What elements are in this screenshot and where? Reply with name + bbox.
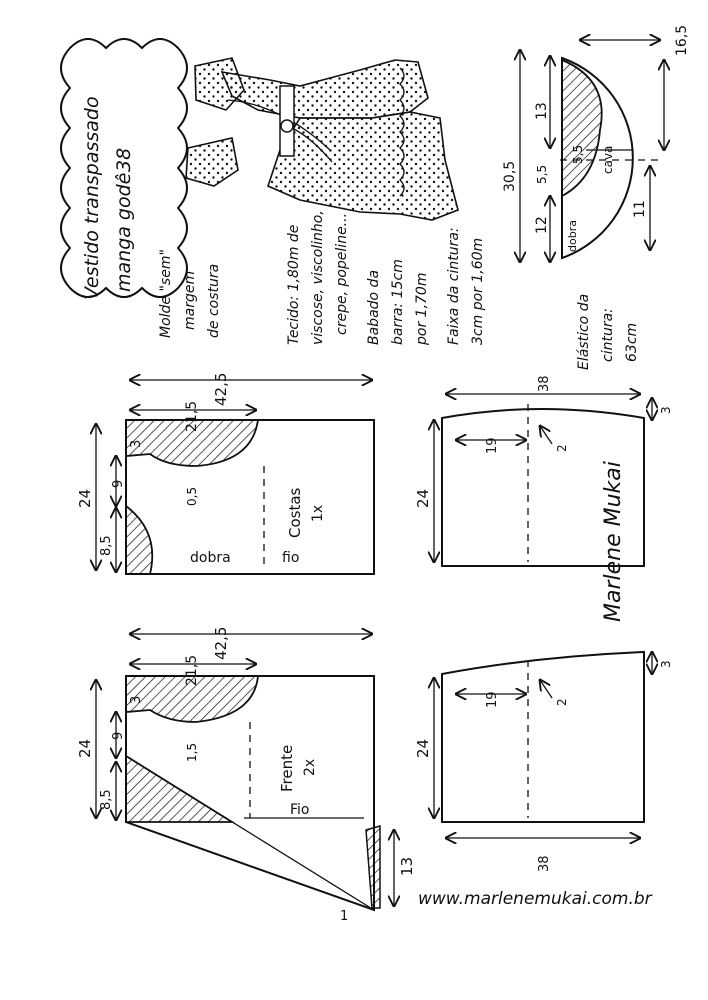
fabric-line3: crepe, popeline... <box>334 213 350 335</box>
front-neckdrop-label: 3 <box>129 696 144 704</box>
sleeve-h4-label: 11 <box>632 200 648 218</box>
signature-text: Marlene Mukai <box>601 461 626 622</box>
sleeve-cava-label: cava <box>601 146 615 174</box>
sash-line1: Faixa da cintura: <box>446 227 462 345</box>
title-line2: manga godê <box>113 173 135 292</box>
front-shoulder-label: 21,5 <box>184 655 200 686</box>
front-lower-label: 8,5 <box>99 789 114 810</box>
skirt-lower-width-label: 38 <box>537 855 552 872</box>
title-line1: Vestido transpassado <box>81 96 103 300</box>
back-neckdrop-label: 3 <box>129 440 144 448</box>
elastic-note: Elástico da cintura: 63cm <box>576 294 640 370</box>
back-height-label: 24 <box>76 489 94 508</box>
fabric-line1: Tecido: 1,80m de <box>286 225 302 345</box>
back-lower-label: 8,5 <box>99 535 114 556</box>
skirt-piece-upper: 38 3 24 19 2 <box>414 375 673 567</box>
back-qty-label: 1x <box>310 505 326 522</box>
skirt-upper-height-label: 24 <box>414 489 432 508</box>
back-grain-label: fio <box>282 550 299 566</box>
sleeve-h3-label: 5,5 <box>571 145 585 164</box>
dress-illustration <box>185 57 459 221</box>
sash-line2: 3cm por 1,60m <box>470 238 486 345</box>
signature: Marlene Mukai <box>601 461 626 622</box>
fabric-line2: viscose, viscolinho, <box>310 210 326 345</box>
front-qty-label: 2x <box>302 759 318 776</box>
sleeve-h1-label: 13 <box>534 102 550 120</box>
elastic-line2: cintura: <box>600 308 616 362</box>
front-piece-label: Frente <box>278 745 296 792</box>
note-line3: de costura <box>206 264 222 338</box>
front-bodice-piece: 42,5 21,5 3 1,5 24 9 8,5 Frente 2x Fio 1… <box>76 627 416 924</box>
sleeve-piece: 16,5 30,5 13 5,5 5,5 11 12 cava dobra <box>502 25 690 262</box>
back-curve-label: 0,5 <box>185 487 199 506</box>
front-grain-label: Fio <box>290 802 310 818</box>
back-fold-label: dobra <box>190 550 231 566</box>
skirt-upper-width-label: 38 <box>537 375 552 392</box>
front-tip-label: 1 <box>340 909 348 924</box>
seam-note: Molde "sem" margem de costura <box>158 249 222 338</box>
skirt-lower-mark-label: 19 <box>485 691 500 708</box>
sleeve-width-label: 16,5 <box>674 25 690 56</box>
ruffle-line1: Babado da <box>366 270 382 345</box>
elastic-line1: Elástico da <box>576 294 592 370</box>
front-width-label: 42,5 <box>212 627 230 660</box>
sleeve-h2-label: 5,5 <box>535 165 549 184</box>
back-width-label: 42,5 <box>212 373 230 406</box>
sleeve-fold-label: dobra <box>566 220 579 252</box>
back-piece-label: Costas <box>286 487 304 538</box>
skirt-piece-lower: 38 3 24 19 2 <box>414 652 673 872</box>
materials-notes: Tecido: 1,80m de viscose, viscolinho, cr… <box>286 210 486 346</box>
back-shoulder-label: 21,5 <box>184 401 200 432</box>
skirt-upper-dart-label: 2 <box>555 444 569 452</box>
back-armhole-label: 9 <box>111 480 126 488</box>
front-armhole-label: 9 <box>111 732 126 740</box>
front-hem-label: 13 <box>398 857 416 876</box>
front-curve-label: 1,5 <box>185 743 199 762</box>
skirt-lower-height-label: 24 <box>414 739 432 758</box>
elastic-line3: 63cm <box>624 323 640 362</box>
front-height-label: 24 <box>76 739 94 758</box>
website-url: www.marlenemukai.com.br <box>418 889 653 909</box>
ruffle-line3: por 1,70m <box>414 273 430 346</box>
skirt-lower-dart-label: 2 <box>555 698 569 706</box>
note-line1: Molde "sem" <box>158 249 174 338</box>
skirt-upper-mark-label: 19 <box>485 437 500 454</box>
back-bodice-piece: 42,5 21,5 3 0,5 24 9 8,5 Costas 1x dobra… <box>76 373 375 575</box>
title-size: 38 <box>113 148 135 172</box>
ruffle-line2: barra: 15cm <box>390 259 406 345</box>
note-line2: margem <box>182 271 198 330</box>
skirt-upper-rise-label: 3 <box>659 406 673 414</box>
skirt-lower-rise-label: 3 <box>659 660 673 668</box>
sleeve-length-label: 30,5 <box>502 161 518 192</box>
sleeve-h5-label: 12 <box>534 216 550 234</box>
title-block: Vestido transpassado manga godê 38 <box>60 38 188 300</box>
